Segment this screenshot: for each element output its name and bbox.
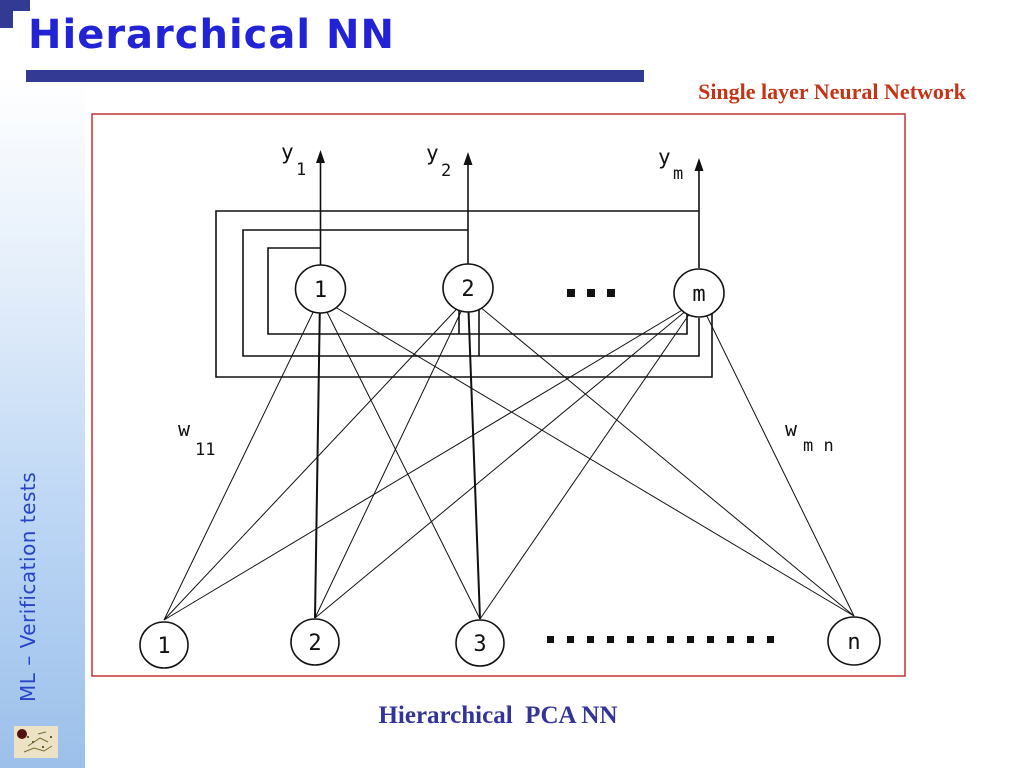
output-neuron-2-label: 2 [461,277,474,302]
output-neuron-1-label: 1 [314,278,327,303]
diagram-frame [91,113,906,677]
arrowhead-y2-icon [463,152,473,165]
output-arrows [316,150,704,268]
thumbnail-circle-mark [17,729,27,739]
title-underline [26,70,644,82]
corner-accent-lower [0,0,13,28]
arrowhead-y1-icon [316,150,325,163]
arrowhead-ym-icon [694,158,704,171]
feedback-loop-y1 [267,247,688,335]
feedback-loop-ym [215,210,713,378]
feedback-loop-y2 [242,229,700,357]
input-neuron-2 [290,618,340,666]
corner-accent [0,0,30,11]
connection-lines [163,296,855,621]
page-title: Hierarchical NN [28,12,395,58]
y1-subscript: 1 [296,160,306,180]
input-neuron-3 [455,619,505,667]
input-ellipsis-dots [547,636,774,643]
output-neuron-2 [442,263,494,313]
thumbnail-scribbles [23,731,53,753]
output-ellipsis-dots [567,289,615,297]
output-layer: 1 2 m [294,263,725,318]
output-neuron-m [673,268,725,318]
output-labels: y 1 y 2 y m [281,140,683,184]
wmn-label: w [785,417,798,441]
y1-label: y [281,140,294,164]
y2-label: y [426,141,439,165]
wmn-subscript: m n [803,436,834,456]
y2-subscript: 2 [441,161,451,181]
output-neuron-1 [294,264,347,314]
input-neuron-n-label: n [847,630,860,655]
input-neuron-2-label: 2 [308,631,321,656]
w11-label: w [178,417,191,441]
input-neuron-3-label: 3 [473,632,486,657]
weight-labels: w 11 w m n [178,417,834,460]
input-neuron-1-label: 1 [157,634,170,659]
thumbnail-specks [27,736,52,748]
diagram-caption: Hierarchical PCA NN [378,702,618,729]
thumbnail-image [14,726,58,758]
input-layer: 1 2 3 n [139,616,881,669]
subtitle-label: Single layer Neural Network [698,79,966,104]
ym-subscript: m [673,164,683,184]
sidebar-gradient [0,0,85,768]
ym-label: y [658,145,671,169]
output-neuron-m-label: m [692,282,705,307]
input-neuron-n [827,616,881,666]
w11-subscript: 11 [195,440,215,460]
feedback-loops [215,210,713,378]
sidebar-course-label: ML – Verification tests [16,471,40,702]
input-neuron-1 [139,621,189,669]
